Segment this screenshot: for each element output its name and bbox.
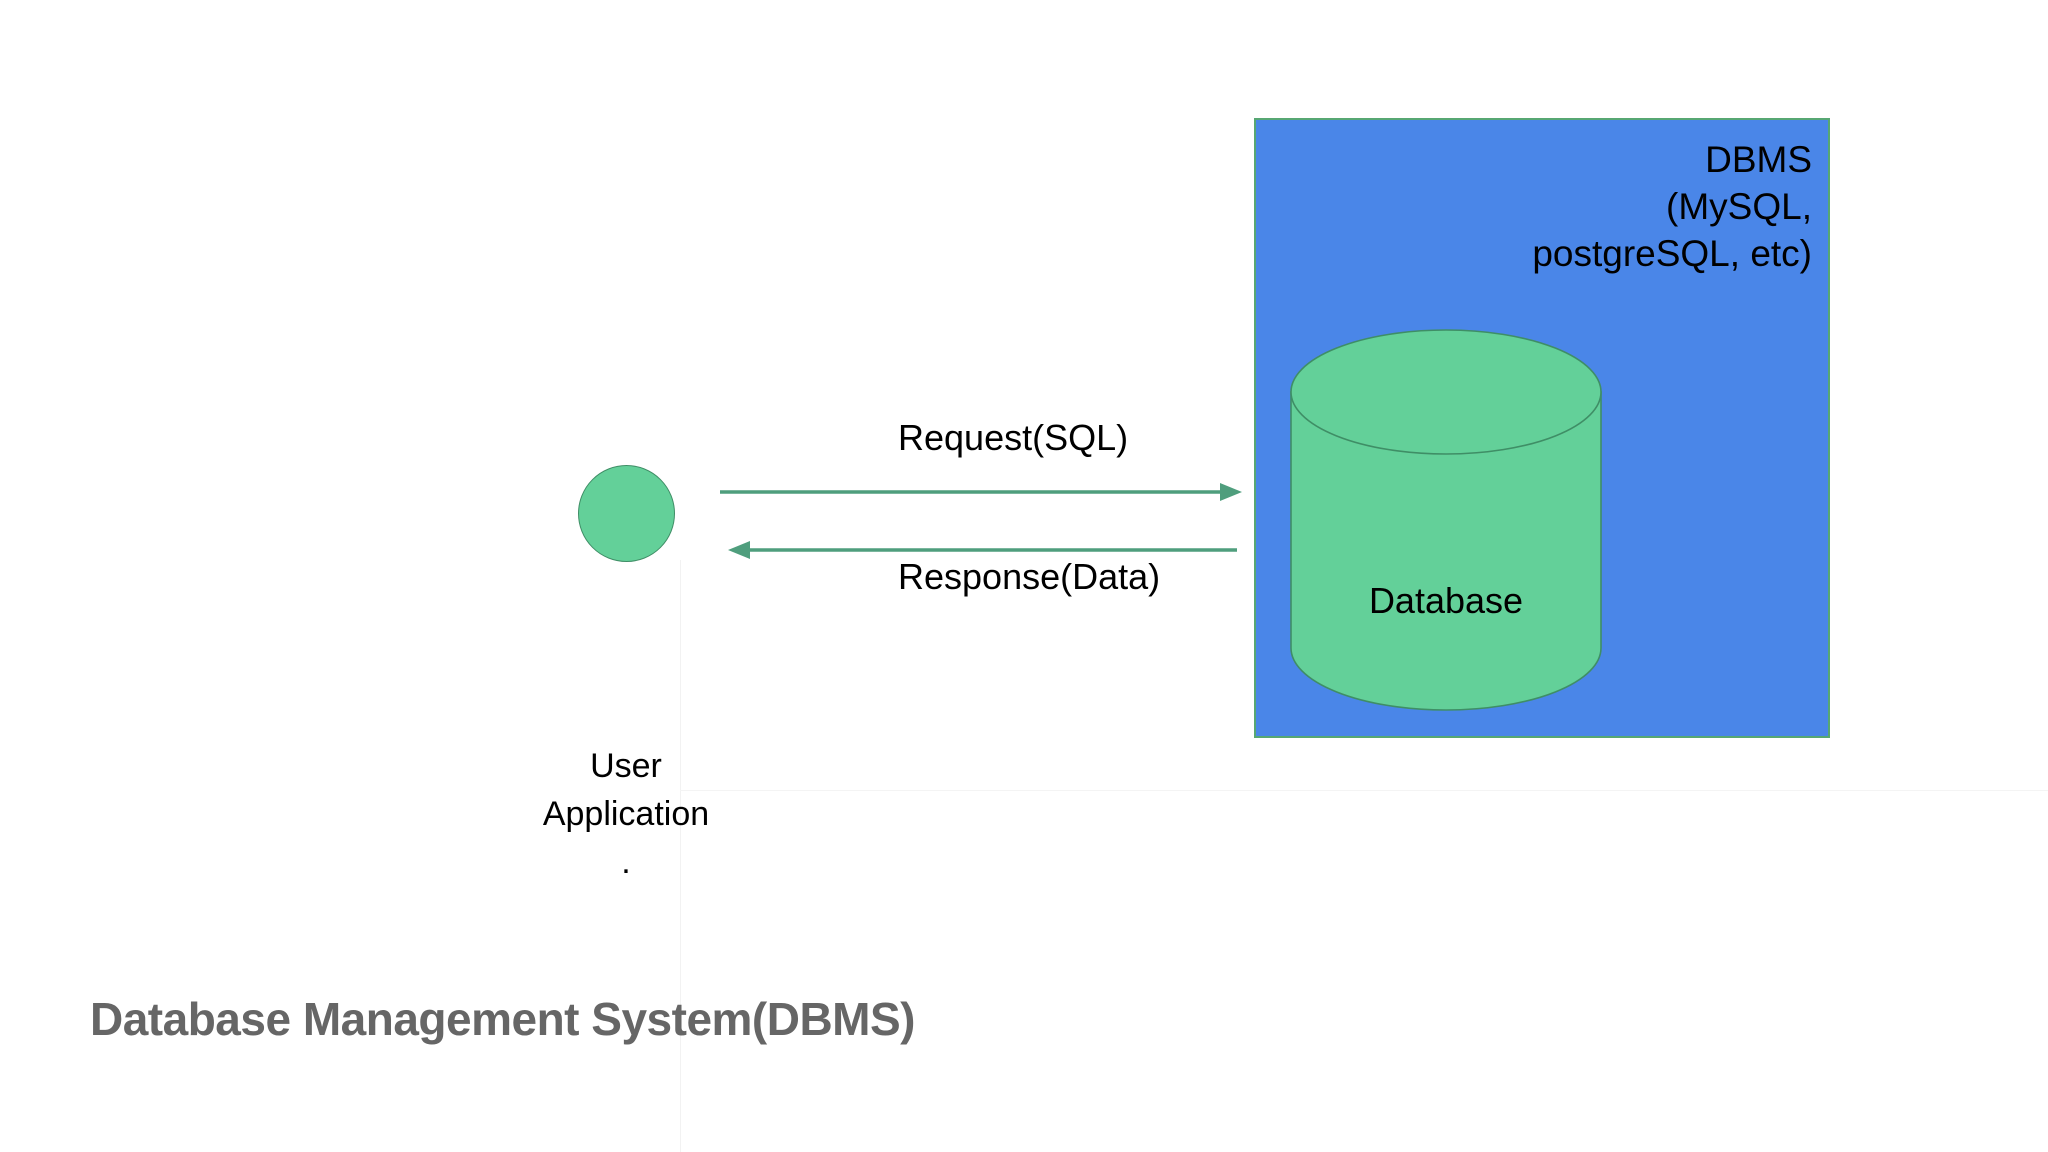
- user-application-label: User Application .: [542, 747, 710, 881]
- page-title: Database Management System(DBMS): [90, 993, 916, 1045]
- cylinder-shape: [1290, 329, 1602, 711]
- database-label: Database: [1368, 580, 1524, 621]
- flow-arrows: [720, 460, 1250, 580]
- faint-panel-edge-left: [680, 560, 681, 1152]
- request-flow-label: Request(SQL): [898, 417, 1129, 458]
- database-cylinder: Database: [1290, 329, 1602, 711]
- faint-panel-edge-bottom: [680, 790, 2048, 791]
- user-application-node: [578, 465, 675, 562]
- dbms-container-label: DBMS (MySQL, postgreSQL, etc): [1532, 139, 1812, 274]
- arrow-lines: [720, 483, 1242, 559]
- response-flow-label: Response(Data): [898, 556, 1161, 597]
